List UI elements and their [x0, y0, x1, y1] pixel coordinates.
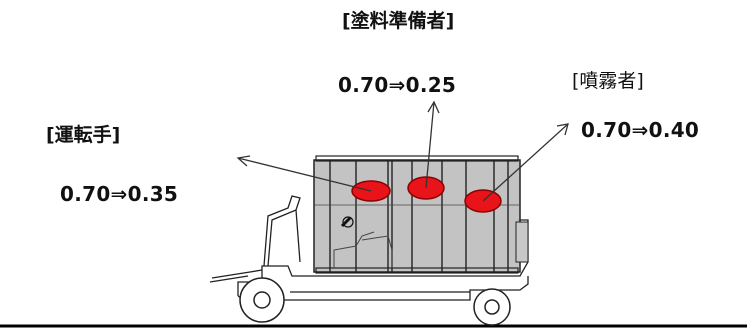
sprayer-label: [噴霧者] [572, 70, 644, 92]
cabin-cage [313, 155, 529, 274]
front-wheel [239, 277, 285, 323]
sprayer-value: 0.70⇒0.40 [581, 118, 700, 142]
paint-preparer-label: [塗料準備者] [342, 10, 455, 32]
rear-wheel [473, 288, 511, 326]
driver-arrow [237, 157, 372, 192]
paint-preparer-arrow [425, 101, 435, 189]
leader-arrows [236, 100, 569, 202]
driver-value: 0.70⇒0.35 [60, 182, 179, 206]
sprayer-arrow [482, 123, 569, 202]
paint-preparer-value: 0.70⇒0.25 [338, 73, 457, 97]
driver-label: [運転手] [46, 124, 121, 146]
